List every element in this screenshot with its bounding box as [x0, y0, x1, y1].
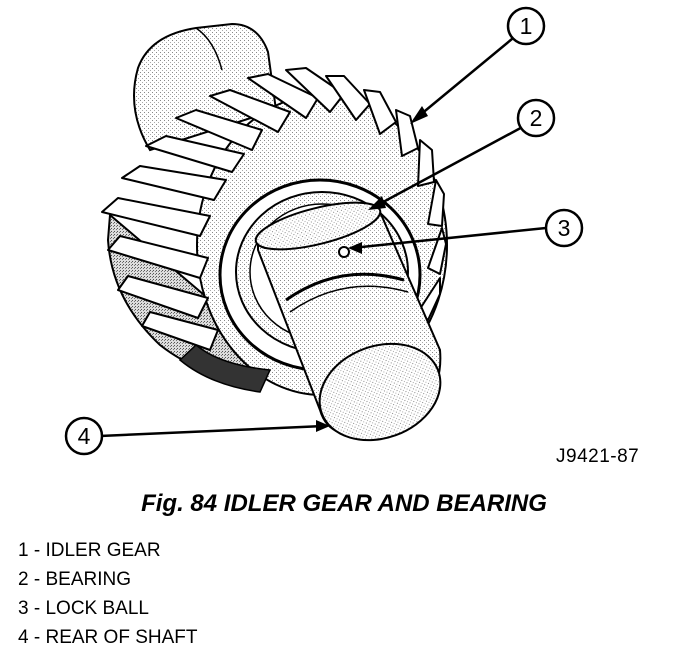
svg-text:1: 1 — [520, 13, 533, 39]
legend-item: 2 - BEARING — [18, 565, 197, 594]
gear-hub-back — [133, 22, 278, 152]
leader-arrowheads — [316, 106, 428, 432]
legend-number: 3 — [18, 598, 29, 619]
legend: 1 - IDLER GEAR 2 - BEARING 3 - LOCK BALL… — [18, 536, 197, 652]
lock-ball — [338, 246, 350, 258]
callout-4: 4 — [64, 416, 104, 456]
legend-item: 3 - LOCK BALL — [18, 594, 197, 623]
legend-separator: - — [28, 598, 46, 619]
legend-number: 2 — [18, 569, 29, 590]
legend-label: IDLER GEAR — [45, 540, 161, 561]
svg-text:4: 4 — [78, 423, 91, 449]
legend-separator: - — [28, 540, 46, 561]
legend-label: BEARING — [45, 569, 131, 590]
legend-label: REAR OF SHAFT — [45, 627, 198, 648]
legend-separator: - — [28, 627, 46, 648]
idler-gear-illustration: 1 2 3 4 — [64, 6, 584, 456]
legend-item: 4 - REAR OF SHAFT — [18, 623, 197, 652]
svg-text:2: 2 — [530, 105, 543, 131]
callout-2: 2 — [516, 98, 556, 138]
gear-teeth — [101, 67, 447, 351]
legend-number: 1 — [18, 540, 29, 561]
leader-lines — [99, 33, 547, 438]
figure-code: J9421-87 — [556, 446, 640, 467]
legend-item: 1 - IDLER GEAR — [18, 536, 197, 565]
figure-caption: Fig. 84 IDLER GEAR AND BEARING — [141, 490, 547, 517]
legend-separator: - — [28, 569, 46, 590]
callout-1: 1 — [506, 6, 546, 46]
shaft — [254, 201, 442, 442]
svg-text:3: 3 — [558, 215, 571, 241]
legend-label: LOCK BALL — [45, 598, 149, 619]
callout-3: 3 — [544, 208, 584, 248]
legend-number: 4 — [18, 627, 29, 648]
